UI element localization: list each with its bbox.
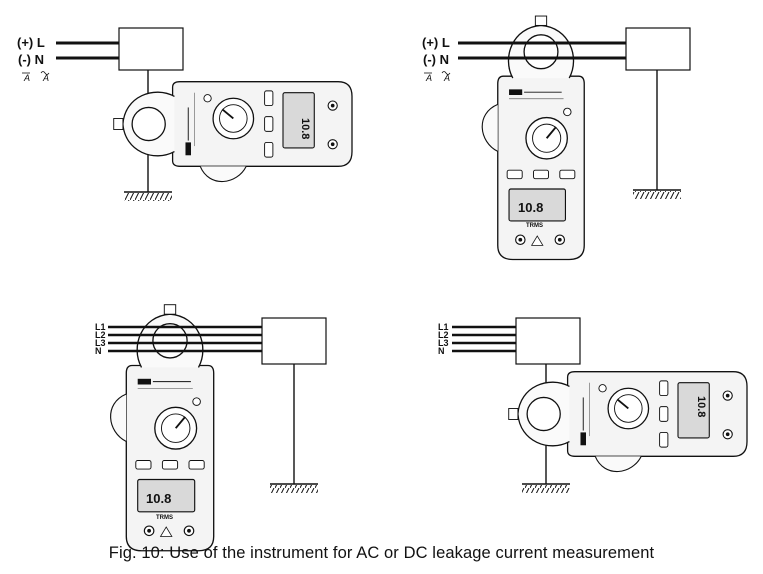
load-box [515,317,581,365]
panel-a-single-phase-horizontal-meter: (+) L (-) N A A 10.8 [17,27,353,201]
meter-footer-label: TRMS [156,515,173,521]
ground-hatch [270,485,318,493]
load-box [625,27,691,71]
line-n-label: (-) N [423,52,449,67]
dc-symbol-label: A [23,73,30,83]
line-l2-label: L2 [438,330,449,340]
load-box [118,27,184,71]
line-n-label: N [438,346,445,356]
ground-hatch [124,193,172,201]
line-l2-label: L2 [95,330,106,340]
dc-symbol-label: A [425,73,432,83]
clamp-meter-horizontal [507,370,748,473]
load-box [261,317,327,365]
line-l1-label: L1 [438,322,449,332]
ground-hatch [633,191,681,199]
ac-symbol-label: A [443,73,450,83]
line-l-label: (+) L [17,35,45,50]
line-n-label: N [95,346,102,356]
line-l3-label: L3 [438,338,449,348]
meter-display-reading: 10.8 [299,118,311,139]
line-n-label: (-) N [18,52,44,67]
ac-symbol-tilde [40,71,50,75]
ac-symbol-label: A [42,73,49,83]
clamp-meter-horizontal [112,80,353,183]
line-l1-label: L1 [95,322,106,332]
line-l-label: (+) L [422,35,450,50]
meter-footer-label: TRMS [526,223,543,229]
clamp-meter-vertical [109,303,215,552]
figure-caption: Fig. 10: Use of the instrument for AC or… [108,544,655,562]
ac-symbol-tilde [441,71,451,75]
panel-b-single-phase-vertical-meter: (+) L (-) N A A 10.8 TRMS [422,15,691,261]
line-l3-label: L3 [95,338,106,348]
meter-display-reading: 10.8 [695,396,707,417]
panel-c-three-phase-vertical-meter: L1 L2 L3 N 10.8 TRMS [95,303,327,552]
panel-d-three-phase-horizontal-meter: L1 L2 L3 N 10.8 [438,317,748,493]
meter-display-reading: 10.8 [146,491,171,506]
meter-display-reading: 10.8 [518,200,543,215]
ground-hatch [522,485,570,493]
